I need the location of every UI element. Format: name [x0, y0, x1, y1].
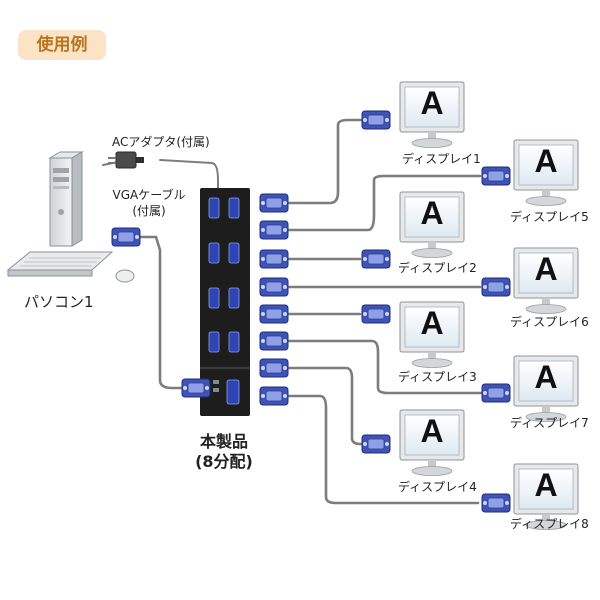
monitor-3-letter: A [420, 305, 443, 341]
monitor-6-letter: A [534, 251, 557, 287]
splitter-device [200, 188, 250, 416]
monitor-4-letter: A [420, 413, 443, 449]
display-label-4: ディスプレイ4 [398, 480, 477, 494]
ac-adapter [108, 151, 144, 169]
monitor-1-letter: A [420, 85, 443, 121]
splitter-output-connectors [259, 193, 289, 406]
vga-cable-label-line2: (付属) [132, 204, 166, 218]
display-label-7: ディスプレイ7 [510, 416, 589, 430]
display-label-2: ディスプレイ2 [398, 261, 477, 275]
mouse [115, 269, 135, 283]
monitor-5-letter: A [534, 143, 557, 179]
monitor-7-letter: A [534, 359, 557, 395]
vga-cable-label-line1: VGAケーブル [112, 188, 186, 202]
monitor-8-letter: A [534, 467, 557, 503]
pc-vga-connector [111, 227, 141, 247]
ac-adapter-label: ACアダプタ(付属) [112, 135, 210, 149]
display-label-6: ディスプレイ6 [510, 315, 589, 329]
keyboard [6, 251, 114, 277]
product-label-line2: (8分配) [195, 452, 253, 471]
display-label-5: ディスプレイ5 [510, 210, 589, 224]
display-label-3: ディスプレイ3 [398, 370, 477, 384]
computer-label: パソコン1 [24, 293, 94, 311]
usage-title-badge: 使用例 [18, 30, 106, 60]
computer-tower [48, 151, 84, 247]
display-label-1: ディスプレイ1 [402, 152, 481, 166]
monitor-2-letter: A [420, 195, 443, 231]
display-label-8: ディスプレイ8 [510, 517, 589, 531]
splitter-input-connector [181, 378, 211, 398]
product-label-line1: 本製品 [199, 432, 248, 451]
